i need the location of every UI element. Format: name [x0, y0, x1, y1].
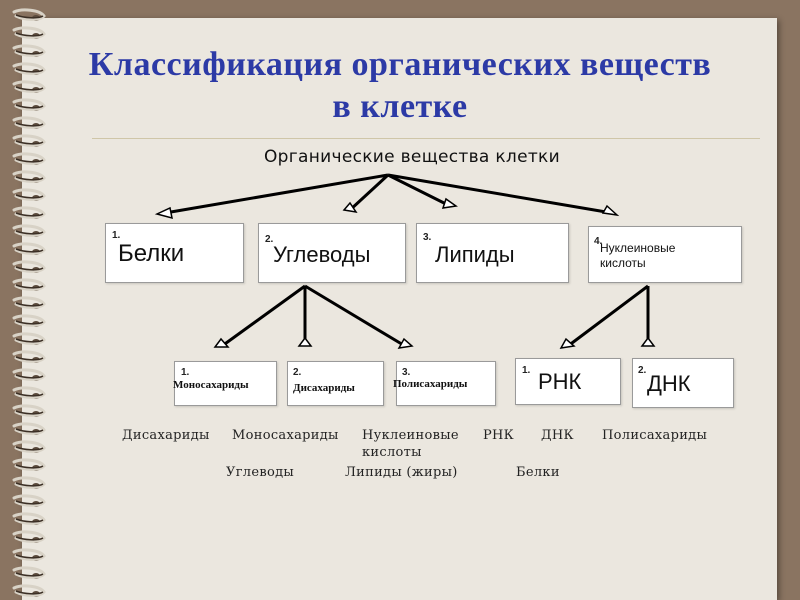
box-disaccharides: 2. Дисахариды	[287, 361, 384, 406]
word-bank-item: ДНК	[541, 428, 574, 443]
spiral-ring	[12, 80, 46, 93]
spiral-ring	[12, 350, 46, 363]
spiral-ring	[12, 152, 46, 165]
arrow-carbs-mono	[221, 284, 306, 348]
box-number: 1.	[112, 230, 121, 241]
arrowhead-mono	[213, 337, 230, 348]
box-number: 2.	[638, 365, 647, 376]
word-bank-item: Нуклеиновые	[362, 428, 459, 443]
root-label: Органические вещества клетки	[264, 147, 560, 167]
spiral-ring	[12, 26, 46, 39]
box-number: 3.	[423, 232, 432, 243]
arrowhead-lipids	[441, 197, 458, 209]
box-number: 4.	[594, 236, 603, 247]
word-bank-item: Липиды (жиры)	[345, 465, 458, 480]
box-label-lipids: Липиды	[435, 242, 515, 267]
word-bank-item: Углеводы	[226, 465, 295, 480]
box-number: 1.	[181, 367, 190, 378]
box-number: 2.	[265, 234, 274, 245]
arrow-root-lipids	[387, 173, 451, 208]
word-bank-item: РНК	[483, 428, 515, 443]
box-nucleic-acids: 4. Нуклеиновые кислоты	[588, 226, 742, 283]
box-carbohydrates: 2. Углеводы	[258, 223, 406, 283]
paper-sheet	[22, 18, 777, 600]
word-bank-item: Полисахариды	[602, 428, 708, 443]
spiral-ring	[12, 206, 46, 219]
spiral-ring	[12, 242, 46, 255]
spiral-ring	[12, 368, 46, 381]
spiral-ring	[12, 476, 46, 489]
spiral-ring	[12, 494, 46, 507]
box-label-disaccharides: Дисахариды	[293, 382, 355, 394]
spiral-ring	[12, 260, 46, 273]
spiral-ring	[12, 44, 46, 57]
arrowhead-poly	[397, 337, 414, 349]
box-monosaccharides: 1. Моносахариды	[173, 361, 277, 406]
spiral-ring	[12, 584, 46, 597]
word-bank-item: кислоты	[362, 445, 422, 460]
spiral-ring	[12, 116, 46, 129]
arrow-root-carbs	[348, 173, 390, 212]
spiral-ring	[12, 188, 46, 201]
spiral-ring	[12, 548, 46, 561]
spiral-ring	[12, 314, 46, 327]
spiral-ring	[12, 404, 46, 417]
box-dna: 2. ДНК	[632, 358, 734, 408]
arrowhead-carbs	[342, 201, 358, 214]
spiral-ring	[12, 98, 46, 111]
spiral-ring	[12, 224, 46, 237]
box-label-polysaccharides: Полисахариды	[393, 378, 468, 390]
spiral-ring	[12, 422, 46, 435]
box-polysaccharides: 3. Полисахариды	[393, 361, 496, 406]
box-label-monosaccharides: Моносахариды	[173, 379, 249, 391]
spiral-ring	[12, 62, 46, 75]
spiral-ring	[12, 332, 46, 345]
box-rna: 1. РНК	[515, 358, 621, 405]
arrow-root-nucleic	[387, 173, 613, 215]
spiral-ring	[12, 170, 46, 183]
box-number: 1.	[522, 365, 531, 376]
spiral-ring	[12, 566, 46, 579]
arrow-root-proteins	[164, 173, 389, 215]
spiral-ring	[12, 134, 46, 147]
box-label-dna: ДНК	[647, 371, 691, 396]
box-number: 3.	[402, 367, 411, 378]
arrow-carbs-poly	[304, 284, 406, 348]
box-label-nucleic-acids: Нуклеиновые кислоты	[600, 241, 676, 270]
arrowhead-nucleic	[601, 204, 620, 217]
box-proteins: 1. Белки	[105, 223, 244, 283]
word-bank-item: Дисахариды	[122, 428, 210, 443]
word-bank-item: Моносахариды	[232, 428, 339, 443]
arrowhead-proteins	[154, 206, 173, 220]
spiral-ring	[12, 278, 46, 291]
spiral-ring	[12, 512, 46, 525]
box-number: 2.	[293, 367, 302, 378]
spiral-ring	[12, 440, 46, 453]
spiral-ring	[12, 386, 46, 399]
box-label-carbohydrates: Углеводы	[273, 242, 371, 267]
arrowhead-di	[297, 336, 313, 347]
spiral-ring	[12, 296, 46, 309]
arrowhead-dna	[640, 336, 656, 347]
title-divider	[92, 138, 760, 139]
box-lipids: 3. Липиды	[416, 223, 569, 283]
spiral-ring	[12, 8, 46, 21]
arrowhead-rna	[559, 337, 576, 349]
word-bank-item: Белки	[516, 465, 560, 480]
spiral-ring	[12, 458, 46, 471]
spiral-ring	[12, 530, 46, 543]
slide-title-line2: в клетке	[332, 88, 468, 125]
slide-title-line1: Классификация органических веществ	[88, 46, 712, 83]
box-label-rna: РНК	[538, 369, 582, 394]
box-label-proteins: Белки	[118, 240, 185, 267]
arrow-nucleic-rna	[567, 284, 649, 348]
